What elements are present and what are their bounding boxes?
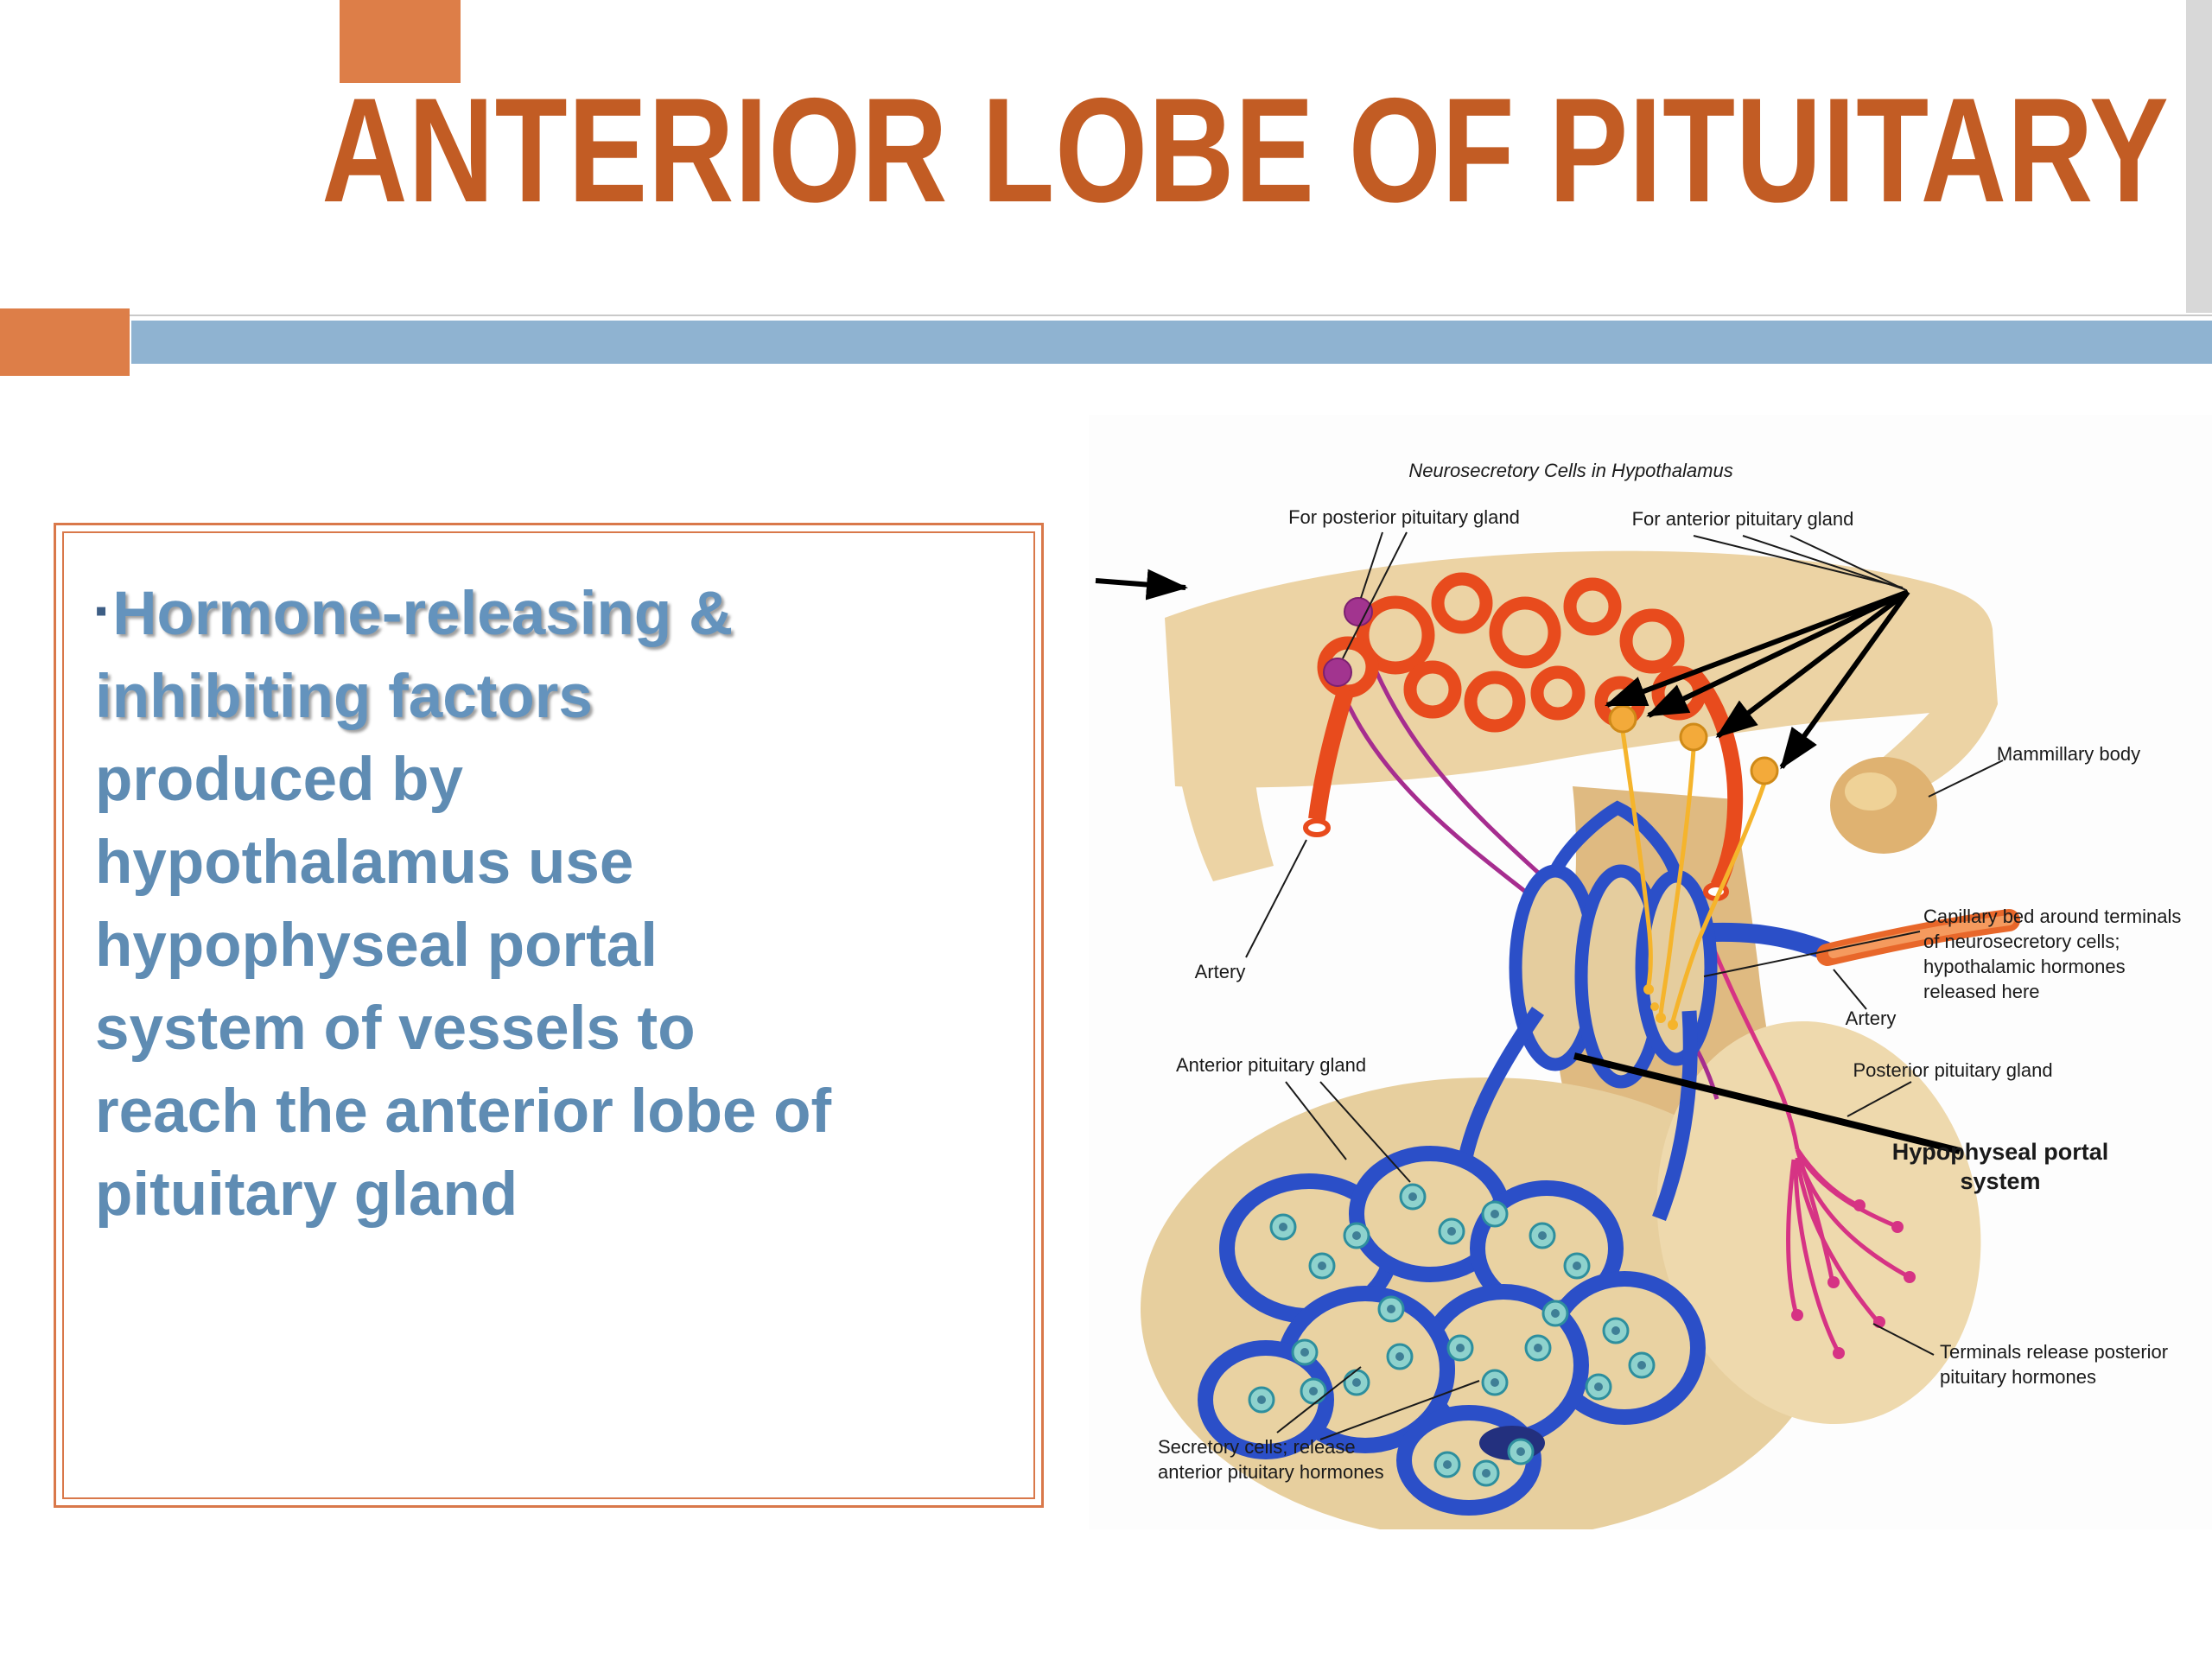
- callout-lines: [1245, 531, 2004, 1440]
- label-capillary-bed-line2: of neurosecretory cells;: [1923, 931, 2120, 952]
- label-hypophyseal-line2: system: [1960, 1168, 2040, 1194]
- label-terminals-line1: Terminals release posterior: [1940, 1341, 2168, 1363]
- slide-title: ANTERIOR LOBE OF PITUITARY: [321, 67, 2170, 233]
- artery-right-shape: [1816, 909, 2020, 966]
- pointer-arrows: [1095, 569, 1910, 770]
- anterior-neuron-terminals: [1643, 984, 1678, 1030]
- label-mammillary-body: Mammillary body: [1997, 743, 2140, 765]
- label-for-anterior: For anterior pituitary gland: [1632, 508, 1854, 530]
- label-posterior-pituitary: Posterior pituitary gland: [1853, 1059, 2052, 1081]
- artery-left-opening: [1303, 818, 1331, 837]
- body-line: ▪Hormone-releasing &: [95, 569, 1002, 656]
- accent-block-right: [2186, 0, 2212, 313]
- label-secretory-line2: anterior pituitary hormones: [1158, 1461, 1384, 1483]
- label-hypophyseal-line1: Hypophyseal portal: [1892, 1139, 2109, 1165]
- body-line: produced by: [95, 746, 464, 814]
- hypophyseal-pointer-line: [1573, 1052, 1961, 1154]
- body-line: reach the anterior lobe of: [95, 1077, 832, 1146]
- label-artery-right: Artery: [1846, 1007, 1897, 1029]
- accent-block-top: [340, 0, 461, 83]
- portal-vessels: [1454, 800, 1834, 1222]
- label-secretory-line1: Secretory cells; release: [1158, 1436, 1356, 1458]
- label-anterior-pituitary: Anterior pituitary gland: [1176, 1054, 1366, 1076]
- anterior-neuron-axons: [1620, 730, 1767, 1022]
- label-terminals-line2: pituitary hormones: [1940, 1366, 2096, 1388]
- label-for-posterior: For posterior pituitary gland: [1288, 506, 1520, 528]
- bullet-square: ▪: [95, 592, 108, 630]
- pituitary-diagram: Neurosecretory Cells in Hypothalamus For…: [1089, 415, 2212, 1529]
- label-neurosecretory-cells: Neurosecretory Cells in Hypothalamus: [1408, 460, 1732, 481]
- body-line: inhibiting factors: [95, 663, 593, 731]
- body-line: hypothalamus use: [95, 829, 634, 897]
- accent-block-divider: [0, 308, 130, 376]
- body-line: system of vessels to: [95, 995, 696, 1063]
- body-line: hypophyseal portal: [95, 912, 658, 980]
- secretory-cells: [1248, 1183, 1656, 1487]
- body-textbox-inner: ▪Hormone-releasing & inhibiting factors …: [62, 531, 1035, 1499]
- capillary-network: [1308, 572, 1744, 889]
- body-textbox: ▪Hormone-releasing & inhibiting factors …: [54, 523, 1044, 1508]
- posterior-neurosecretory-cells: [1323, 597, 1373, 687]
- label-artery-left: Artery: [1195, 961, 1246, 982]
- label-capillary-bed-line1: Capillary bed around terminals: [1923, 906, 2181, 927]
- body-line-text: Hormone-releasing &: [112, 580, 734, 648]
- divider-blue-bar: [131, 321, 2212, 364]
- title-container: ANTERIOR LOBE OF PITUITARY: [0, 76, 2212, 225]
- divider-rule: [0, 315, 2212, 316]
- posterior-terminal-vessels: [1691, 898, 1908, 1351]
- pituitary-diagram-svg: Neurosecretory Cells in Hypothalamus For…: [1095, 460, 2181, 1529]
- body-line: pituitary gland: [95, 1160, 518, 1229]
- anterior-neuron-cells: [1608, 704, 1779, 785]
- label-capillary-bed-line3: hypothalamic hormones: [1923, 956, 2126, 977]
- label-capillary-bed-line4: released here: [1923, 981, 2040, 1002]
- mammillary-body-shape: [1830, 757, 1937, 854]
